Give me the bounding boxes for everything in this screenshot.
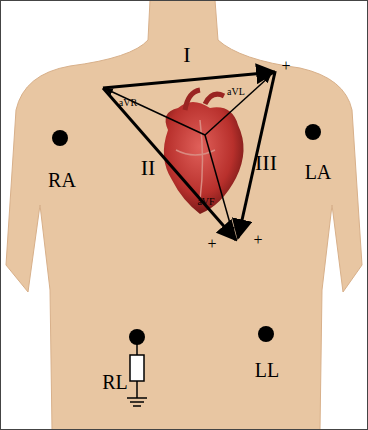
lead-label: I bbox=[183, 44, 190, 66]
torso bbox=[6, 0, 362, 430]
einthoven-triangle bbox=[103, 72, 275, 240]
lead-label: aVR bbox=[119, 98, 137, 108]
electrode-label: LL bbox=[255, 360, 279, 380]
lead-label: aVL bbox=[227, 87, 245, 97]
heart bbox=[164, 90, 244, 214]
polarity-sign: + bbox=[281, 58, 290, 74]
electrode-label: LA bbox=[305, 162, 332, 182]
polarity-sign: + bbox=[253, 232, 262, 248]
electrodes bbox=[52, 124, 321, 345]
lead-label: III bbox=[255, 152, 277, 174]
resistor-symbol bbox=[127, 337, 147, 406]
lead-label: II bbox=[141, 157, 156, 179]
electrode-label: RL bbox=[102, 372, 128, 392]
polarity-sign: + bbox=[207, 236, 216, 252]
electrode-label: RA bbox=[48, 170, 76, 190]
lead-label: aVF bbox=[197, 197, 214, 207]
